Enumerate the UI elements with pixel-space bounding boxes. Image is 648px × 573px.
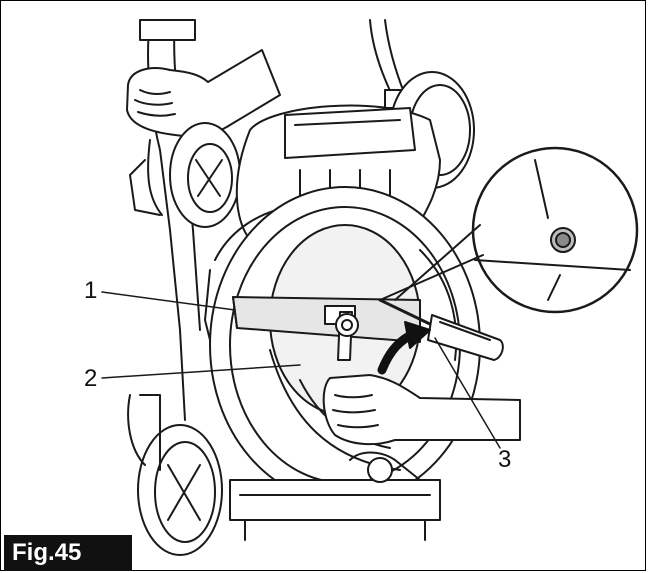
wrench	[335, 311, 359, 361]
front-wheel	[127, 394, 223, 556]
detail-magnifier	[379, 146, 639, 314]
callout-label-3: 3	[498, 446, 512, 473]
lower-hand	[322, 374, 521, 446]
leader-2	[101, 364, 301, 379]
figure-label: Fig.45	[4, 535, 132, 571]
leader-3	[434, 337, 501, 449]
callout-label-2: 2	[84, 365, 98, 392]
leader-1	[101, 291, 236, 311]
lower-chassis	[229, 451, 441, 541]
cutting-blade	[232, 296, 421, 343]
callout-label-1: 1	[84, 277, 98, 304]
screwdriver	[378, 298, 504, 361]
callout-leaders	[101, 291, 501, 449]
curved-arrow-icon	[377, 321, 431, 375]
upper-hand	[126, 49, 281, 138]
